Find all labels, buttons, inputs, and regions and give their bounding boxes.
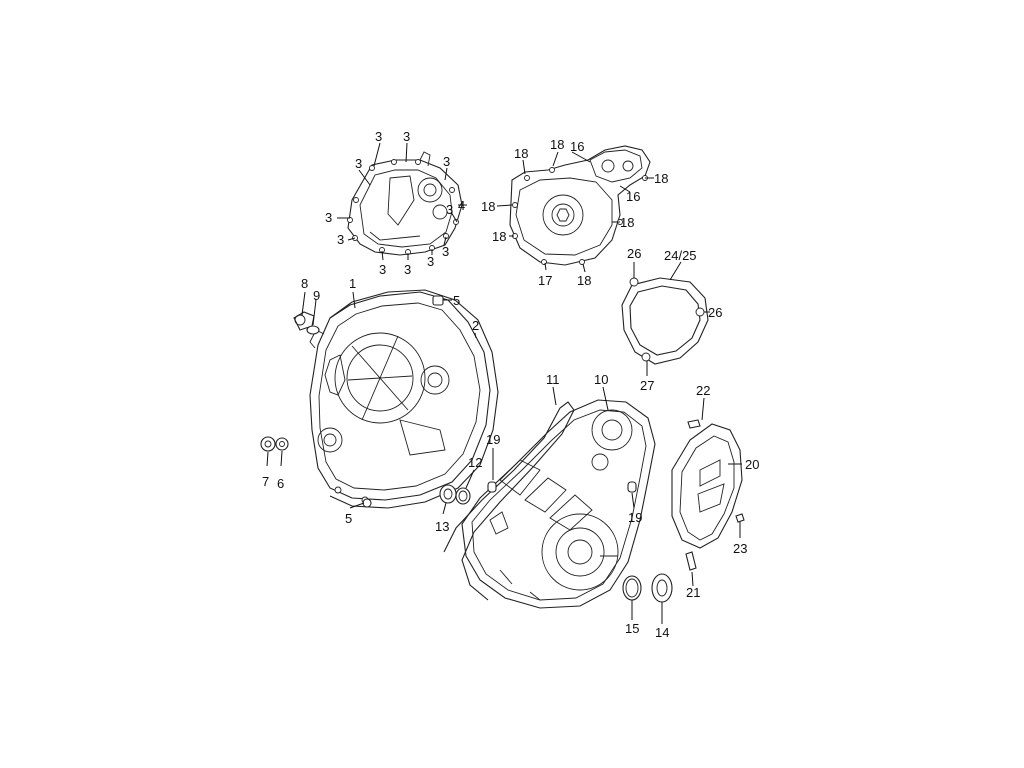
cover-gasket-drawing (621, 277, 709, 365)
leader-lines-left (266, 291, 477, 509)
callout-10: 10 (594, 372, 608, 387)
callout-5: 5 (345, 511, 352, 526)
leader-lines-right (691, 397, 742, 587)
callout-3: 3 (446, 202, 453, 217)
small-parts-left (260, 295, 444, 508)
small-parts-center (439, 481, 637, 505)
callout-4: 4 (458, 198, 465, 213)
callout-3: 3 (337, 232, 344, 247)
callout-labels: 3 3 3 3 3 3 3 3 3 3 3 4 18 18 16 18 16 1… (262, 129, 759, 640)
callout-3: 3 (403, 129, 410, 144)
callout-18: 18 (620, 215, 634, 230)
callout-11: 11 (546, 372, 560, 387)
oil-seal-parts (622, 573, 673, 624)
crankcase-cover-drawing (309, 291, 491, 504)
callout-13: 13 (435, 519, 449, 534)
callout-21: 21 (686, 585, 700, 600)
callout-24-25: 24/25 (664, 248, 697, 263)
callout-26: 26 (627, 246, 641, 261)
callout-3: 3 (355, 156, 362, 171)
leader-lines-stator-cover (496, 151, 654, 273)
callout-3: 3 (427, 254, 434, 269)
callout-18: 18 (654, 171, 668, 186)
callout-7: 7 (262, 474, 269, 489)
callout-18: 18 (550, 137, 564, 152)
callout-18: 18 (514, 146, 528, 161)
callout-26: 26 (708, 305, 722, 320)
sprocket-cover-drawing (671, 419, 745, 571)
crankcase-drawing (461, 399, 656, 609)
callout-3: 3 (443, 154, 450, 169)
callout-14: 14 (655, 625, 669, 640)
callout-18: 18 (577, 273, 591, 288)
callout-1: 1 (349, 276, 356, 291)
callout-3: 3 (375, 129, 382, 144)
callout-3: 3 (379, 262, 386, 277)
leader-lines-cover (337, 142, 467, 261)
callout-6: 6 (277, 476, 284, 491)
callout-16: 16 (570, 139, 584, 154)
callout-19: 19 (628, 510, 642, 525)
callout-20: 20 (745, 457, 759, 472)
callout-12: 12 (468, 455, 482, 470)
callout-23: 23 (733, 541, 747, 556)
callout-18: 18 (492, 229, 506, 244)
callout-3: 3 (325, 210, 332, 225)
callout-17: 17 (538, 273, 552, 288)
callout-22: 22 (696, 383, 710, 398)
callout-16: 16 (626, 189, 640, 204)
clutch-outer-cover-drawing (347, 151, 463, 256)
callout-8: 8 (301, 276, 308, 291)
crankcase-cover-gasket (329, 289, 499, 509)
callout-27: 27 (640, 378, 654, 393)
callout-19: 19 (486, 432, 500, 447)
callout-5: 5 (453, 293, 460, 308)
leader-lines-center (442, 386, 635, 515)
callout-3: 3 (404, 262, 411, 277)
callout-3: 3 (442, 244, 449, 259)
leader-lines-gasket (633, 261, 710, 376)
callout-15: 15 (625, 621, 639, 636)
stator-cover-drawing (509, 145, 651, 266)
callout-18: 18 (481, 199, 495, 214)
callout-2: 2 (472, 318, 479, 333)
callout-9: 9 (313, 288, 320, 303)
